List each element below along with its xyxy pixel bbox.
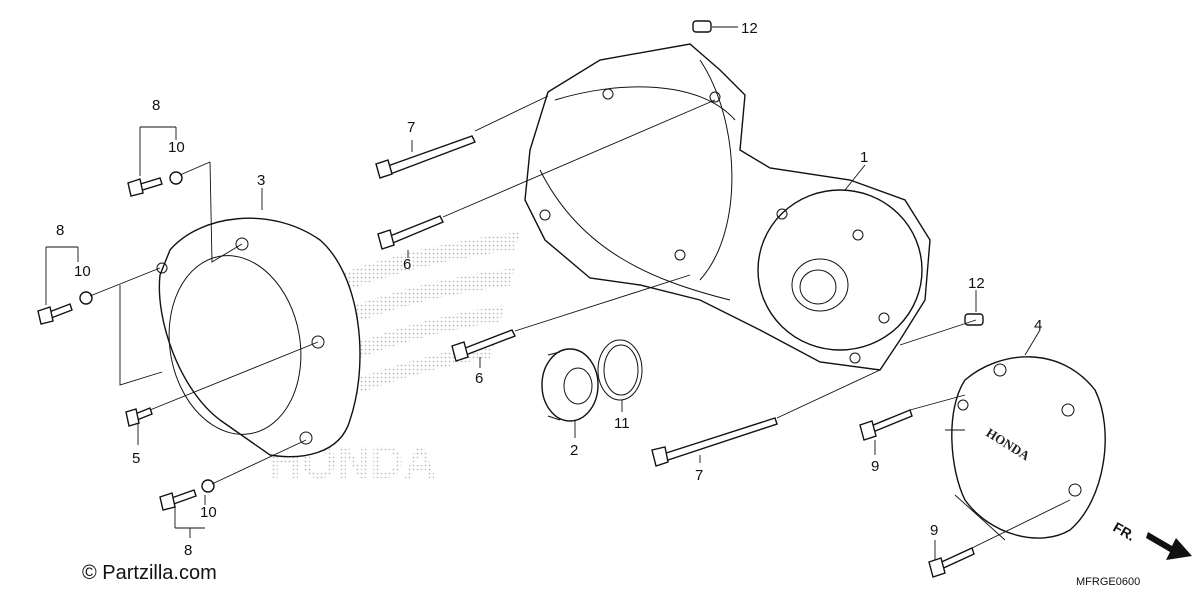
callout-10-top: 10 xyxy=(168,139,185,156)
bolt-part-8-left xyxy=(37,291,93,325)
bolt-part-7-top xyxy=(375,135,476,179)
bolt-part-8-top xyxy=(127,171,183,197)
bolt-part-9-lower xyxy=(928,547,975,578)
callout-9-lower: 9 xyxy=(930,522,938,539)
crankcase-cover-part-1 xyxy=(524,43,931,371)
bolt-part-6-mid xyxy=(451,329,516,362)
cover-part-3 xyxy=(156,217,361,458)
callout-10-bottom: 10 xyxy=(200,504,217,521)
callout-8-left: 8 xyxy=(56,222,64,239)
callout-12-right: 12 xyxy=(968,275,985,292)
bolt-part-9-upper xyxy=(859,409,913,441)
dowel-pin-part-12-right xyxy=(964,313,984,326)
copyright-text: © Partzilla.com xyxy=(82,562,217,584)
callout-7-bottom: 7 xyxy=(695,467,703,484)
plug-part-2 xyxy=(541,348,599,422)
o-ring-part-11 xyxy=(597,339,643,401)
callout-2: 2 xyxy=(570,442,578,459)
callout-6-mid: 6 xyxy=(475,370,483,387)
bolt-part-6-top xyxy=(377,215,444,250)
diagram-code: MFRGE0600 xyxy=(1076,576,1140,588)
callout-5: 5 xyxy=(132,450,140,467)
front-direction-label: FR. xyxy=(1111,519,1139,544)
callout-9-upper: 9 xyxy=(871,458,879,475)
bolt-part-5 xyxy=(125,407,153,427)
leader-lines xyxy=(45,26,1071,560)
front-direction-indicator: FR. xyxy=(1111,519,1192,560)
callout-4: 4 xyxy=(1034,317,1042,334)
callout-numbers: 12 1 7 6 6 2 11 7 3 4 5 8 10 8 10 10 8 1… xyxy=(56,20,1042,559)
callout-12-top: 12 xyxy=(741,20,758,37)
bolt-part-7-bottom xyxy=(651,417,778,467)
callout-1: 1 xyxy=(860,149,868,166)
callout-8-bottom: 8 xyxy=(184,542,192,559)
callout-8-top: 8 xyxy=(152,97,160,114)
dowel-pin-part-12-top xyxy=(692,20,712,33)
callout-7-top: 7 xyxy=(407,119,415,136)
cover-part-4: HONDA xyxy=(951,356,1106,539)
callout-3: 3 xyxy=(257,172,265,189)
callout-10-left: 10 xyxy=(74,263,91,280)
callout-6-top: 6 xyxy=(403,256,411,273)
front-arrow-icon xyxy=(1146,532,1192,560)
callout-11: 11 xyxy=(614,415,630,432)
